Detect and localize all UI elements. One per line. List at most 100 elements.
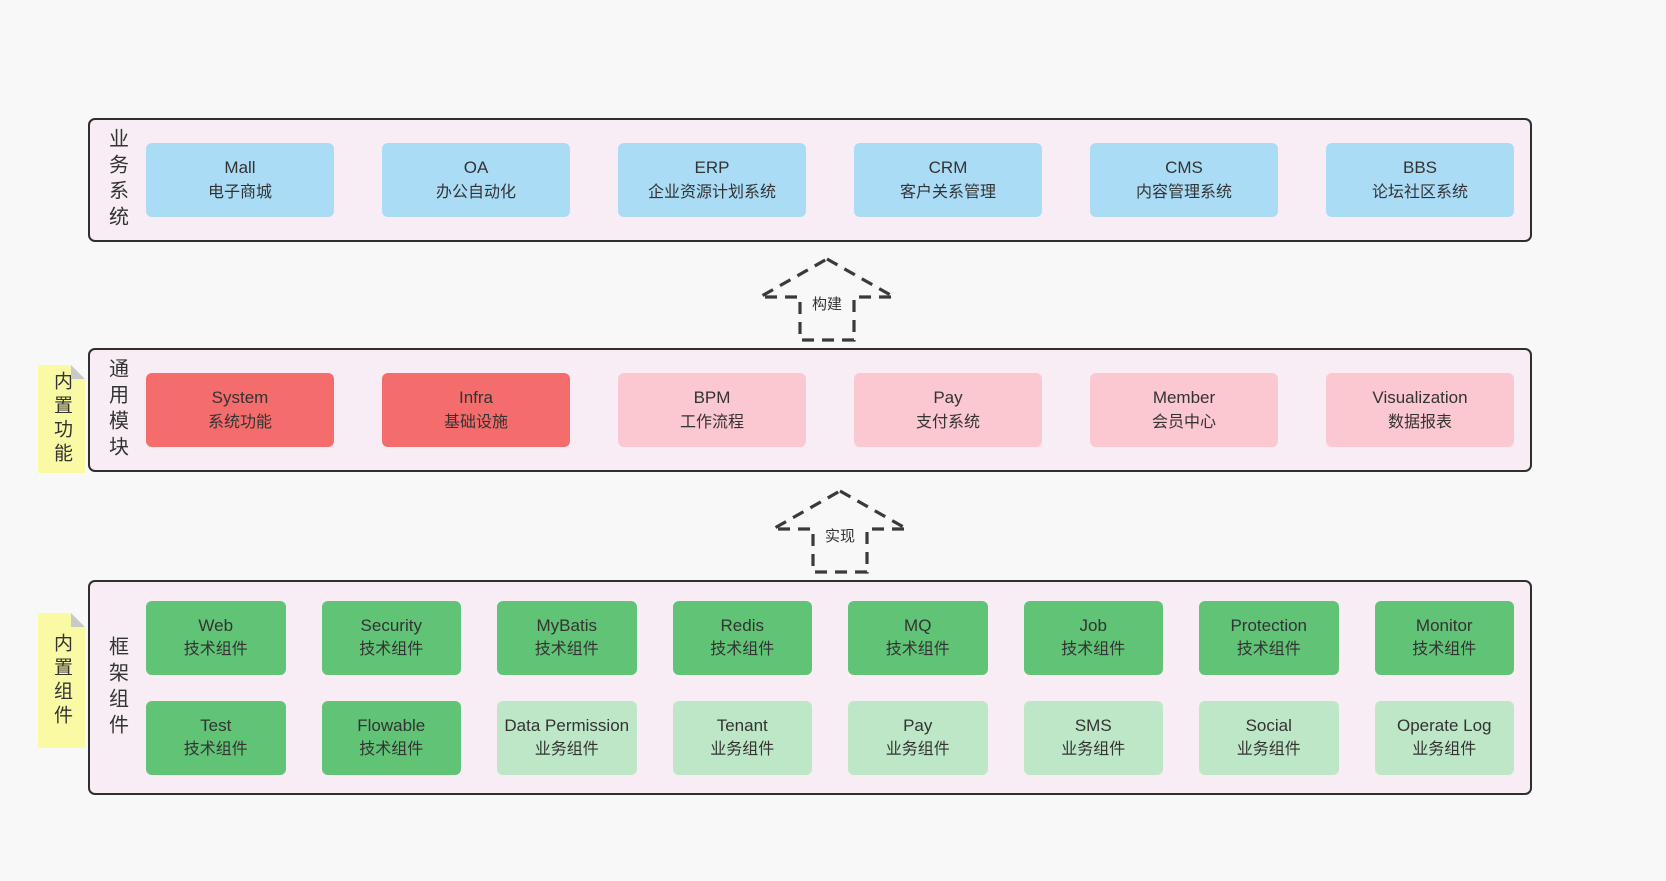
module-title: ERP — [694, 158, 730, 178]
module-title: OA — [463, 158, 489, 178]
module-subtitle: 客户关系管理 — [899, 183, 996, 201]
implement-arrow-label: 实现 — [820, 524, 860, 547]
module-subtitle: 业务组件 — [534, 741, 599, 759]
implement-arrow: 实现 — [770, 488, 910, 576]
module-box-mq: MQ 技术组件 — [848, 600, 988, 675]
module-box-operate-log: Operate Log 业务组件 — [1374, 700, 1514, 775]
module-title: MyBatis — [536, 615, 597, 635]
module-box-redis: Redis 技术组件 — [672, 600, 812, 675]
module-box-crm: CRM 客户关系管理 — [854, 143, 1042, 217]
module-title: Web — [198, 615, 234, 635]
module-subtitle: 技术组件 — [885, 641, 950, 659]
module-subtitle: 技术组件 — [1412, 641, 1477, 659]
panel-business-systems: 业务系统 Mall 电子商城 OA 办公自动化 ERP 企业资源计划系统 CRM 客户关系管理… — [88, 118, 1532, 242]
module-subtitle: 支付系统 — [915, 413, 980, 431]
module-subtitle: 技术组件 — [183, 741, 248, 759]
module-subtitle: 技术组件 — [710, 641, 775, 659]
module-subtitle: 内容管理系统 — [1135, 183, 1232, 201]
module-title: Infra — [458, 388, 494, 408]
module-title: Mall — [224, 158, 256, 178]
module-box-test: Test 技术组件 — [146, 700, 286, 775]
common-modules-boxes: System 系统功能 Infra 基础设施 BPM 工作流程 Pay 支付系统 Member 会… — [146, 350, 1514, 470]
module-title: Redis — [720, 615, 764, 635]
panel-label-text: 通用模块 — [105, 358, 128, 462]
build-arrow-label: 构建 — [807, 292, 847, 315]
module-subtitle: 会员中心 — [1151, 413, 1216, 431]
module-title: CRM — [928, 158, 968, 178]
module-title: Monitor — [1415, 615, 1473, 635]
module-title: Pay — [933, 388, 963, 408]
module-box-oa: OA 办公自动化 — [382, 143, 570, 217]
panel-label-text: 业务系统 — [105, 128, 128, 232]
module-box-sms: SMS 业务组件 — [1023, 700, 1163, 775]
module-title: Operate Log — [1396, 715, 1492, 735]
module-title: BBS — [1402, 158, 1438, 178]
sticky-note-builtin-components: 内置组件 — [38, 613, 85, 748]
module-subtitle: 数据报表 — [1387, 413, 1452, 431]
module-subtitle: 业务组件 — [1061, 741, 1126, 759]
module-title: MQ — [904, 615, 932, 635]
module-box-cms: CMS 内容管理系统 — [1090, 143, 1278, 217]
module-title: Social — [1245, 715, 1292, 735]
module-box-web: Web 技术组件 — [146, 600, 286, 675]
module-box-bbs: BBS 论坛社区系统 — [1326, 143, 1514, 217]
module-box-pay: Pay 支付系统 — [854, 373, 1042, 447]
module-subtitle: 工作流程 — [679, 413, 744, 431]
module-subtitle: 业务组件 — [1412, 741, 1477, 759]
module-title: SMS — [1074, 715, 1112, 735]
module-subtitle: 业务组件 — [710, 741, 775, 759]
dashed-up-arrow-icon — [757, 257, 897, 342]
module-box-pay: Pay 业务组件 — [848, 700, 988, 775]
module-box-erp: ERP 企业资源计划系统 — [618, 143, 806, 217]
sticky-note-text: 内置功能 — [51, 371, 72, 467]
module-title: System — [211, 388, 269, 408]
module-title: Pay — [903, 715, 933, 735]
module-subtitle: 基础设施 — [443, 413, 508, 431]
module-subtitle: 办公自动化 — [435, 183, 516, 201]
module-title: Test — [200, 715, 232, 735]
panel-label-text: 框架组件 — [105, 635, 128, 740]
module-subtitle: 技术组件 — [1061, 641, 1126, 659]
business-systems-boxes: Mall 电子商城 OA 办公自动化 ERP 企业资源计划系统 CRM 客户关系管理 CMS 内容… — [146, 120, 1514, 240]
box-row: System 系统功能 Infra 基础设施 BPM 工作流程 Pay 支付系统 Member 会… — [146, 373, 1514, 447]
box-row: Mall 电子商城 OA 办公自动化 ERP 企业资源计划系统 CRM 客户关系管理 CMS 内容… — [146, 143, 1514, 217]
module-subtitle: 企业资源计划系统 — [647, 183, 776, 201]
module-box-flowable: Flowable 技术组件 — [321, 700, 461, 775]
dashed-up-arrow-icon — [770, 489, 910, 574]
module-title: CMS — [1165, 158, 1203, 178]
module-box-monitor: Monitor 技术组件 — [1374, 600, 1514, 675]
module-title: Member — [1152, 388, 1216, 408]
module-title: BPM — [693, 388, 731, 408]
build-arrow: 构建 — [757, 256, 897, 344]
panel-label-business-systems: 业务系统 — [90, 120, 144, 240]
module-box-member: Member 会员中心 — [1090, 373, 1278, 447]
module-title: Tenant — [716, 715, 768, 735]
module-subtitle: 技术组件 — [359, 741, 424, 759]
module-subtitle: 电子商城 — [207, 183, 272, 201]
module-box-bpm: BPM 工作流程 — [618, 373, 806, 447]
module-box-social: Social 业务组件 — [1199, 700, 1339, 775]
module-title: Security — [360, 615, 422, 635]
panel-label-common-modules: 通用模块 — [90, 350, 144, 470]
module-subtitle: 业务组件 — [885, 741, 950, 759]
panel-common-modules: 通用模块 System 系统功能 Infra 基础设施 BPM 工作流程 Pay 支付系统 Me… — [88, 348, 1532, 472]
module-subtitle: 论坛社区系统 — [1371, 183, 1468, 201]
module-subtitle: 技术组件 — [534, 641, 599, 659]
sticky-note-builtin-features: 内置功能 — [38, 365, 85, 473]
module-title: Protection — [1230, 615, 1308, 635]
sticky-note-text: 内置组件 — [51, 632, 72, 729]
module-subtitle: 系统功能 — [207, 413, 272, 431]
module-title: Flowable — [357, 715, 426, 735]
module-box-tenant: Tenant 业务组件 — [672, 700, 812, 775]
module-subtitle: 技术组件 — [183, 641, 248, 659]
module-box-infra: Infra 基础设施 — [382, 373, 570, 447]
module-subtitle: 业务组件 — [1236, 741, 1301, 759]
